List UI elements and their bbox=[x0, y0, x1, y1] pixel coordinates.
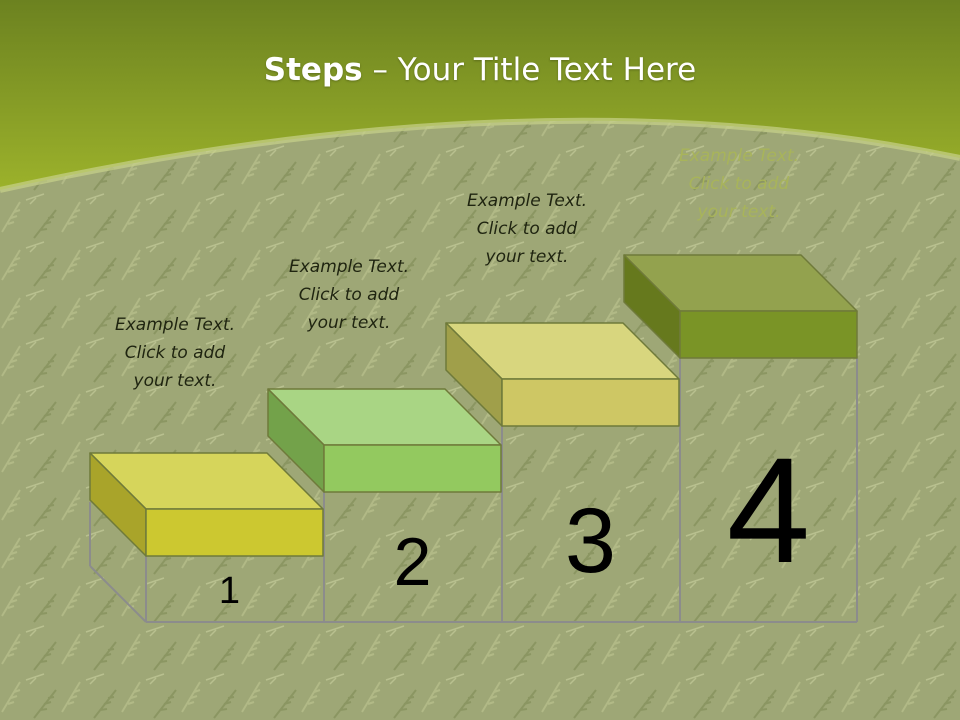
base-depth-line bbox=[89, 565, 147, 623]
step-2-number: 2 bbox=[394, 524, 432, 600]
caption-line: your text. bbox=[485, 247, 569, 267]
title-bold-text: Steps bbox=[263, 52, 363, 88]
caption-line: Click to add bbox=[298, 285, 400, 305]
step-3-front-face bbox=[501, 378, 680, 427]
step-4-caption[interactable]: Example Text. Click to add your text. bbox=[644, 142, 834, 226]
step-3-number: 3 bbox=[565, 490, 616, 592]
caption-line: Click to add bbox=[688, 174, 790, 194]
step-1-caption[interactable]: Example Text. Click to add your text. bbox=[80, 311, 270, 395]
slide-title[interactable]: Steps – Your Title Text Here bbox=[0, 52, 960, 88]
step-boxes bbox=[89, 254, 858, 557]
step-4-front-face bbox=[679, 310, 858, 359]
step-1-front-face bbox=[145, 508, 324, 557]
title-rest-text: – Your Title Text Here bbox=[362, 52, 697, 88]
step-numbers: 1 2 3 4 bbox=[219, 426, 810, 612]
step-3-caption[interactable]: Example Text. Click to add your text. bbox=[432, 187, 622, 271]
step-4-box[interactable] bbox=[623, 254, 858, 359]
step-1-number: 1 bbox=[219, 570, 240, 612]
step-2-front-face bbox=[323, 444, 502, 493]
caption-line: your text. bbox=[697, 202, 781, 222]
step-3-box[interactable] bbox=[445, 322, 680, 427]
step-1-box[interactable] bbox=[89, 452, 324, 557]
caption-line: Click to add bbox=[476, 219, 578, 239]
caption-line: Example Text. bbox=[678, 146, 800, 166]
stair-outline bbox=[89, 358, 858, 623]
caption-line: Example Text. bbox=[288, 257, 410, 277]
step-2-box[interactable] bbox=[267, 388, 502, 493]
caption-line: your text. bbox=[133, 371, 217, 391]
caption-line: your text. bbox=[307, 313, 391, 333]
caption-line: Example Text. bbox=[114, 315, 236, 335]
step-4-number: 4 bbox=[727, 426, 810, 594]
step-2-caption[interactable]: Example Text. Click to add your text. bbox=[254, 253, 444, 337]
caption-line: Example Text. bbox=[466, 191, 588, 211]
caption-line: Click to add bbox=[124, 343, 226, 363]
